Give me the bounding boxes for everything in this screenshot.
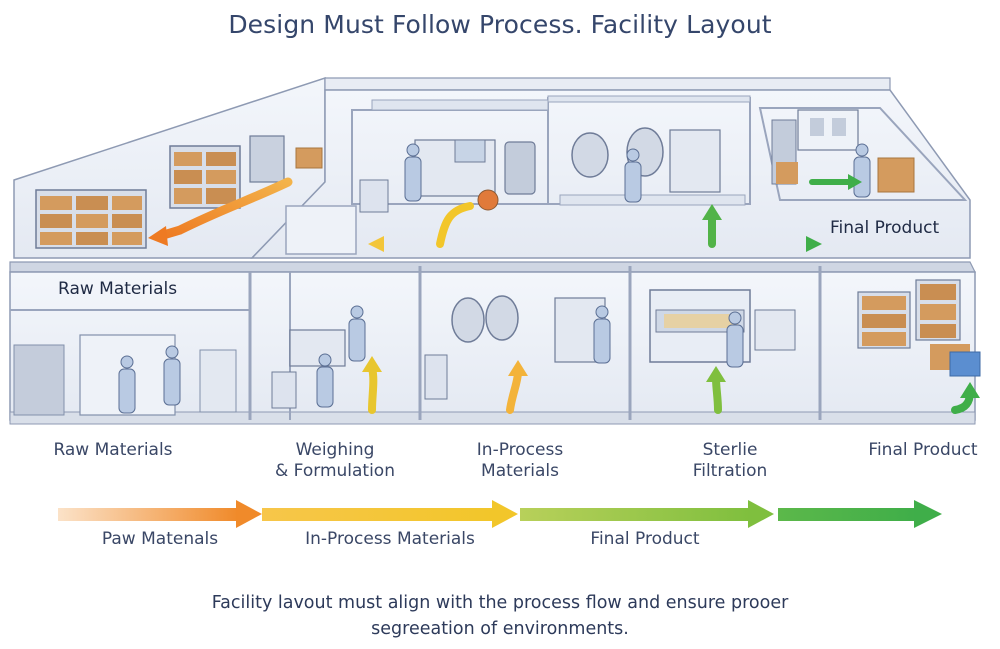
operator-figure <box>726 311 744 368</box>
orange-storage-arrow <box>155 177 293 241</box>
facility-label-raw-materials: Raw Materials <box>58 279 178 299</box>
flow-arrow-4 <box>778 500 942 528</box>
flow-label: In-Process Materials <box>305 529 475 549</box>
storage-racks <box>35 135 323 249</box>
final-product-rack <box>857 279 981 377</box>
stage-label: Sterlie Filtration <box>655 440 805 482</box>
upper-back-wall <box>324 77 891 91</box>
operator-figure <box>316 353 334 408</box>
operator-figure <box>593 305 611 364</box>
facility-flow-arrows <box>116 174 980 414</box>
stage-line-2: Filtration <box>692 461 768 481</box>
stage-line-1: Raw Materials <box>53 440 173 460</box>
operator-figure <box>853 143 871 198</box>
stage-line-2: & Formulation <box>275 461 395 481</box>
operator-figure <box>404 143 422 202</box>
stage-label: Final Product <box>848 440 998 461</box>
stage-label: Raw Materials <box>28 440 198 461</box>
page-title: Design Must Follow Process. Facility Lay… <box>228 10 772 39</box>
operators <box>118 143 871 414</box>
rack-2 <box>169 145 241 209</box>
flow-arrow-3 <box>520 500 774 528</box>
stage-line-1: Final Product <box>868 440 978 460</box>
stage-line-1: In-Process <box>476 440 564 460</box>
flow-label: Paw Matenals <box>101 529 219 549</box>
caption: Facility lavout must align with the proc… <box>0 590 1000 642</box>
stage-line-1: Weighing <box>295 440 375 460</box>
flow-label: Final Product <box>590 529 700 549</box>
flow-arrow-2 <box>262 500 518 528</box>
operator-figure <box>624 148 642 203</box>
flow-arrow-1 <box>58 500 262 528</box>
stage-label: In-Process Materials <box>440 440 600 482</box>
rack-1 <box>35 189 147 249</box>
process-flow-arrows <box>58 500 942 528</box>
operator-figure <box>118 355 136 414</box>
facility-label-final-product: Final Product <box>830 218 940 238</box>
caption-line-1: Facility lavout must align with the proc… <box>211 593 789 613</box>
stage-line-1: Sterlie <box>702 440 758 460</box>
upper-equipment <box>359 109 915 213</box>
caption-line-2: segreeation of environments. <box>371 619 629 639</box>
stage-label: Weighing & Formulation <box>245 440 425 482</box>
stage-line-2: Materials <box>481 461 559 481</box>
operator-figure <box>348 305 366 362</box>
mid-floor-slab <box>9 261 976 273</box>
operator-figure <box>163 345 181 406</box>
